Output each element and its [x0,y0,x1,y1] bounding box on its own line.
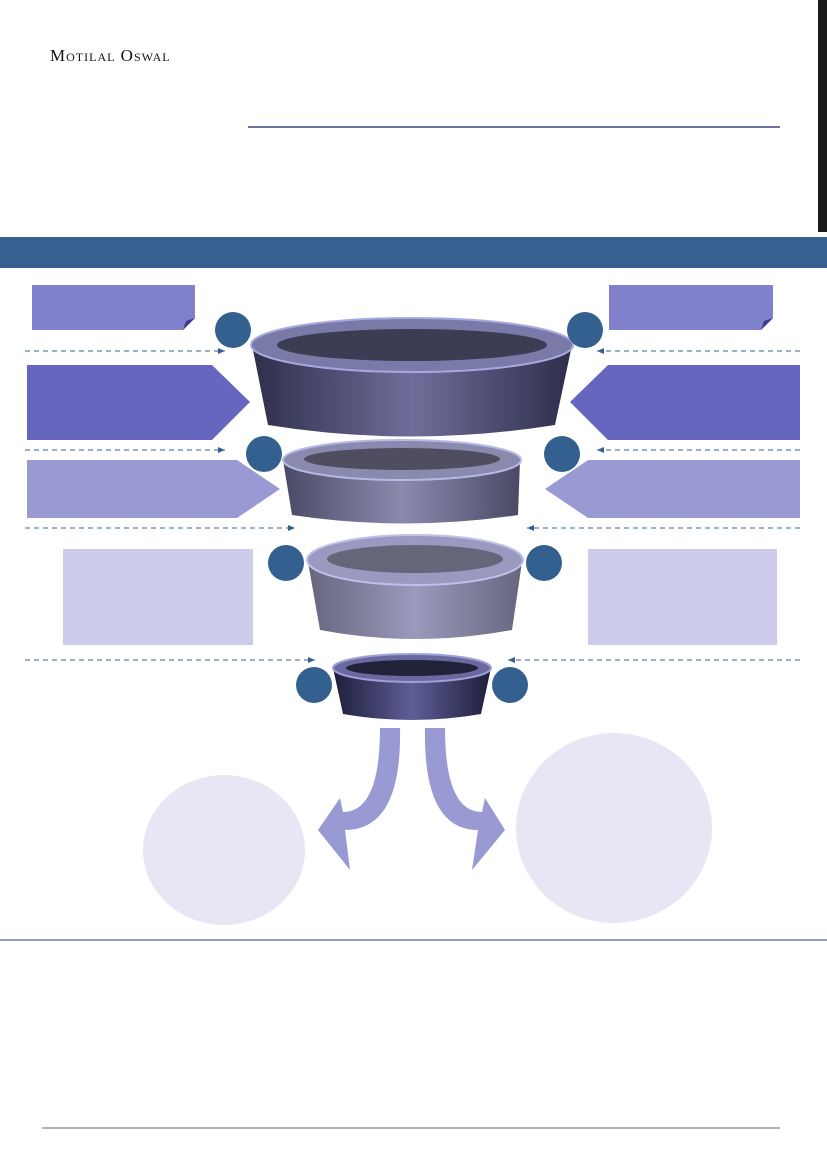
arrow-box-left-1 [27,365,250,440]
funnel-tier-2 [282,439,522,524]
dashed-connectors [25,348,800,663]
arrow-box-right-1 [570,365,800,440]
outcome-bubble-right [516,733,712,923]
box-right-3 [588,549,777,645]
funnel-tier-1 [250,317,574,437]
note-top-right [609,285,773,330]
note-top-left [32,285,195,330]
outcome-bubble-left [143,775,305,925]
curved-arrow-right [424,728,505,870]
company-logo: Motilal Oswal [50,46,171,65]
step-markers [215,312,603,703]
funnel-tier-4 [332,653,492,720]
page-edge-bar [818,0,827,232]
funnel-tier-3 [306,534,524,639]
box-left-3 [63,549,253,645]
section-band [0,237,827,268]
arrow-box-left-2 [27,460,280,518]
arrow-box-right-2 [545,460,800,518]
curved-arrow-left [318,728,401,870]
